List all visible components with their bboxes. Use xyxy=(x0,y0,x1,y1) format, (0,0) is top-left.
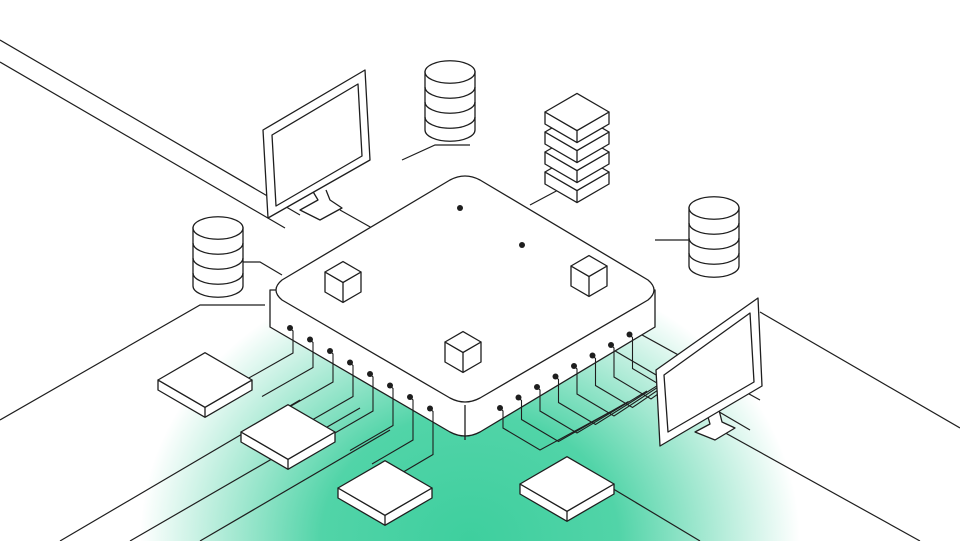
database-ring xyxy=(192,242,244,255)
cube-icon xyxy=(324,260,362,304)
device-slab-icon xyxy=(240,404,336,470)
database-ring xyxy=(424,116,476,129)
server-unit xyxy=(544,92,610,144)
database-ring xyxy=(192,272,244,285)
devices xyxy=(157,60,763,526)
port-dot xyxy=(519,242,525,248)
database-ring xyxy=(688,237,740,250)
database-icon xyxy=(424,60,476,142)
port-wire xyxy=(555,376,666,426)
port-wire xyxy=(536,386,648,434)
port-wire xyxy=(371,396,414,465)
slab-top xyxy=(157,352,253,408)
database-body xyxy=(688,207,740,278)
database-ring xyxy=(192,257,244,270)
port-dots xyxy=(239,205,740,478)
monitor-icon xyxy=(655,297,763,447)
database-icon xyxy=(688,196,740,278)
port-wire xyxy=(305,362,354,424)
slab-top xyxy=(337,460,433,516)
port-wire xyxy=(499,407,611,451)
monitor-screen xyxy=(271,83,363,207)
port-dot xyxy=(457,205,463,211)
port-wire xyxy=(518,397,629,443)
port-wire xyxy=(261,339,314,397)
cube-icon xyxy=(570,254,608,298)
server-stack-icon xyxy=(544,92,610,204)
port-wire xyxy=(327,373,374,438)
device-slab-icon xyxy=(337,460,433,526)
database-ring xyxy=(424,86,476,99)
port-wire xyxy=(283,350,334,411)
database-ring xyxy=(688,252,740,265)
port-wire xyxy=(349,385,394,451)
device-slab-icon xyxy=(157,352,253,418)
slab-top xyxy=(544,92,610,132)
database-top xyxy=(424,60,476,84)
database-icon xyxy=(192,216,244,298)
database-ring xyxy=(688,222,740,235)
port-wire xyxy=(592,355,703,409)
monitor-stand xyxy=(299,189,343,221)
database-ring xyxy=(424,101,476,114)
database-body xyxy=(192,227,244,298)
slab-top xyxy=(519,456,615,512)
database-body xyxy=(424,71,476,142)
slab-top xyxy=(570,254,608,278)
monitor-screen xyxy=(663,312,755,433)
device-slab-icon xyxy=(519,456,615,522)
database-top xyxy=(192,216,244,240)
cube-icon xyxy=(444,330,482,374)
database-top xyxy=(688,196,740,220)
port-wire xyxy=(239,327,294,384)
slab-top xyxy=(444,330,482,354)
slab-top xyxy=(240,404,336,460)
port-wire xyxy=(393,408,434,478)
monitor-icon xyxy=(262,69,371,221)
slab-top xyxy=(324,260,362,284)
port-wire xyxy=(573,365,685,417)
monitor-stand xyxy=(694,405,736,441)
